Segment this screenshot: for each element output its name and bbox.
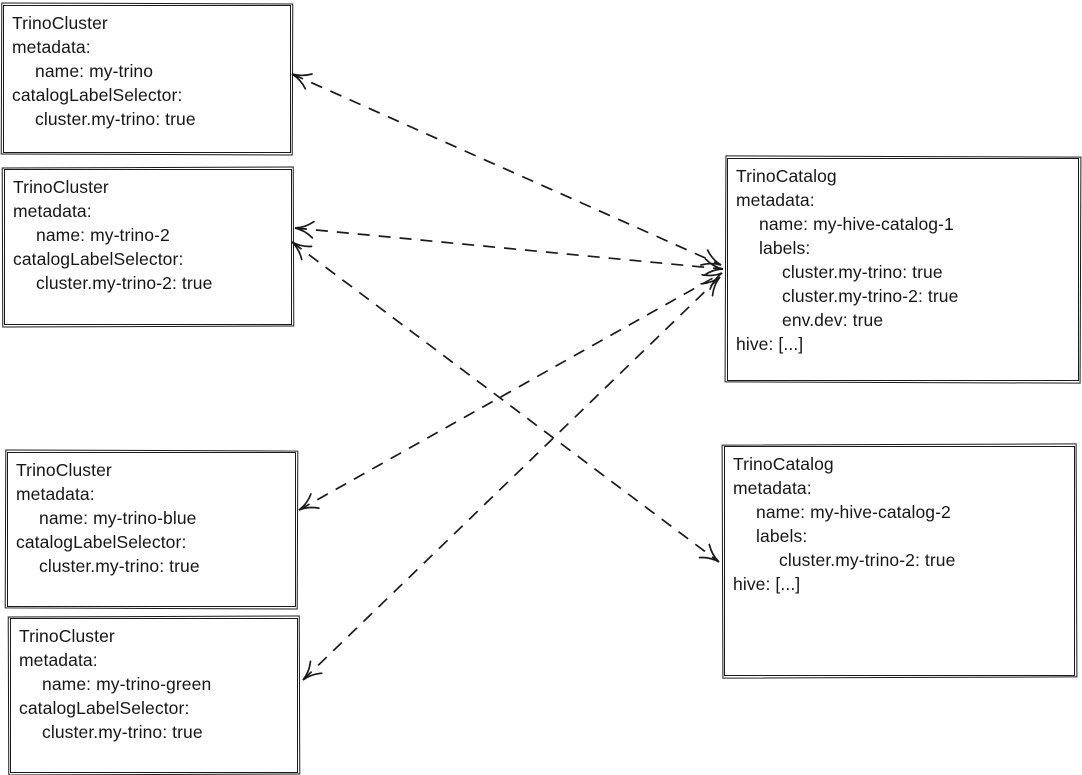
yaml-line: name: my-hive-catalog-1 bbox=[759, 214, 954, 234]
yaml-line: cluster.my-trino-2: true bbox=[779, 550, 956, 570]
node-trinocatalog-my-hive-catalog-1: TrinoCatalog metadata: name: my-hive-catal… bbox=[727, 158, 1079, 381]
yaml-line: labels: bbox=[759, 238, 811, 258]
yaml-line: name: my-trino bbox=[35, 61, 154, 81]
yaml-line: labels: bbox=[756, 526, 808, 546]
yaml-line: name: my-trino-green bbox=[42, 674, 212, 694]
edge-my-trino-2--my-hive-catalog-2 bbox=[291, 241, 720, 563]
yaml-line: cluster.my-trino: true bbox=[782, 262, 943, 282]
yaml-line: name: my-hive-catalog-2 bbox=[756, 502, 951, 522]
yaml-line: metadata: bbox=[12, 37, 91, 57]
node-kind-label: TrinoCatalog bbox=[733, 454, 834, 474]
yaml-line: metadata: bbox=[733, 478, 812, 498]
node-kind-label: TrinoCluster bbox=[13, 177, 109, 197]
yaml-line: cluster.my-trino-2: true bbox=[782, 286, 959, 306]
edge-dashed-line bbox=[298, 272, 723, 511]
arrowhead-icon bbox=[700, 249, 722, 266]
edge-dashed-line bbox=[291, 73, 722, 266]
arrowhead-icon bbox=[698, 543, 720, 563]
node-trinocatalog-my-hive-catalog-2: TrinoCatalog metadata: name: my-hive-catal… bbox=[724, 446, 1075, 676]
yaml-line: metadata: bbox=[13, 201, 92, 221]
arrowhead-icon bbox=[294, 220, 315, 239]
node-trinocluster-my-trino-green: TrinoCluster metadata: name: my-trino-gree… bbox=[10, 618, 298, 773]
yaml-line: hive: [...] bbox=[733, 574, 801, 594]
arrowhead-icon bbox=[291, 241, 313, 261]
node-trinocluster-my-trino: TrinoCluster metadata: name: my-trino catal… bbox=[3, 5, 291, 153]
node-kind-label: TrinoCatalog bbox=[736, 166, 837, 186]
yaml-line: cluster.my-trino: true bbox=[42, 722, 203, 742]
yaml-line: catalogLabelSelector: bbox=[12, 85, 183, 105]
node-kind-label: TrinoCluster bbox=[16, 460, 112, 480]
yaml-line: metadata: bbox=[736, 190, 815, 210]
edge-dashed-line bbox=[302, 276, 721, 681]
yaml-line: metadata: bbox=[19, 650, 98, 670]
yaml-line: catalogLabelSelector: bbox=[19, 698, 190, 718]
yaml-line: catalogLabelSelector: bbox=[16, 532, 187, 552]
arrowhead-icon bbox=[298, 493, 320, 511]
edge-dashed-line bbox=[291, 241, 720, 563]
node-trinocluster-my-trino-2: TrinoCluster metadata: name: my-trino-2 cat… bbox=[4, 169, 292, 325]
arrowhead-icon bbox=[291, 73, 313, 90]
yaml-line: cluster.my-trino-2: true bbox=[36, 273, 213, 293]
edge-my-trino-green--my-hive-catalog-1 bbox=[302, 276, 721, 681]
yaml-line: cluster.my-trino: true bbox=[39, 556, 200, 576]
yaml-line: cluster.my-trino: true bbox=[35, 109, 196, 129]
edge-my-trino--my-hive-catalog-1 bbox=[291, 73, 722, 266]
arrowhead-icon bbox=[703, 258, 724, 277]
yaml-line: catalogLabelSelector: bbox=[13, 249, 184, 269]
yaml-line: env.dev: true bbox=[782, 310, 884, 330]
edge-my-trino-2--my-hive-catalog-1 bbox=[294, 220, 724, 277]
yaml-line: hive: [...] bbox=[736, 334, 804, 354]
node-trinocluster-my-trino-blue: TrinoCluster metadata: name: my-trino-blue… bbox=[7, 452, 296, 607]
yaml-line: metadata: bbox=[16, 484, 95, 504]
arrowhead-icon bbox=[302, 660, 323, 681]
edge-dashed-line bbox=[294, 227, 724, 270]
yaml-line: name: my-trino-blue bbox=[39, 508, 197, 528]
arrowhead-icon bbox=[700, 276, 721, 297]
node-kind-label: TrinoCluster bbox=[19, 626, 115, 646]
yaml-line: name: my-trino-2 bbox=[36, 225, 170, 245]
node-kind-label: TrinoCluster bbox=[12, 13, 108, 33]
